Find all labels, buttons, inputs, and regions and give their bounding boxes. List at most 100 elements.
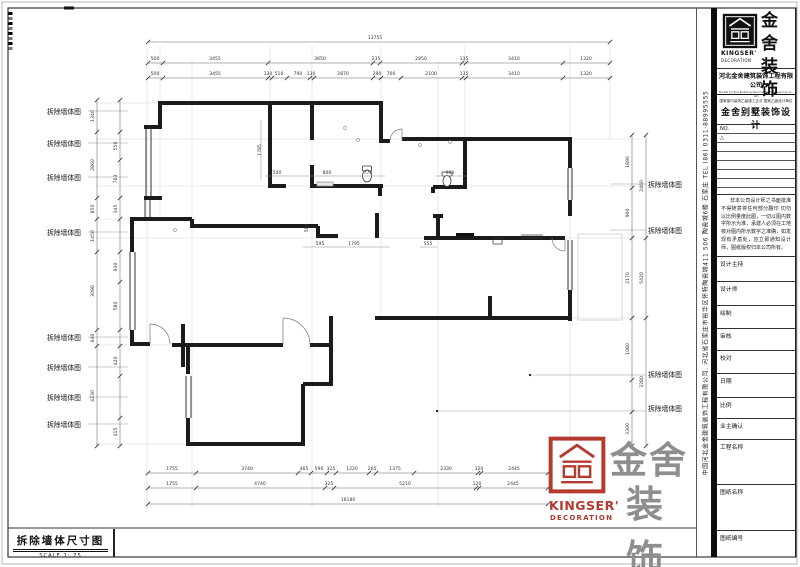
svg-text:500: 500 [151,56,160,62]
svg-text:1755: 1755 [166,481,178,487]
svg-text:3280: 3280 [639,376,645,388]
kingser-logo-black-icon [722,13,758,49]
demolish-wall-label: 拆除墙体图 [648,180,682,189]
svg-text:135: 135 [460,56,469,62]
svg-text:2100: 2100 [425,71,437,77]
demolish-wall-label: 拆除墙体图 [648,226,682,235]
demolish-wall-label: 拆除墙体图 [47,393,81,402]
demolish-wall-label: 拆除墙体图 [648,404,682,413]
title-block: KINGSER' DECORATION 金舍 装饰 河北金舍建筑装饰工程有限公司… [717,8,796,557]
demolish-wall-label: 拆除墙体图 [47,228,81,237]
svg-text:3410: 3410 [508,71,520,77]
svg-text:265: 265 [368,466,377,472]
svg-text:3410: 3410 [508,56,520,62]
svg-text:580: 580 [113,302,119,311]
demolish-wall-label: 拆除墙体图 [47,173,81,182]
svg-text:3650: 3650 [314,56,326,62]
furniture [173,126,543,245]
svg-text:345: 345 [113,205,119,214]
company-section: 河北金舍建筑装饰工程有限公司 He Bei Jin She Building D… [717,68,795,103]
svg-text:16180: 16180 [341,497,356,503]
bath-fixtures [316,165,453,187]
kingser-logo-red-icon [548,436,606,494]
svg-text:235: 235 [372,56,381,62]
svg-text:465: 465 [300,466,309,472]
svg-text:325: 325 [325,481,334,487]
company-name-en: He Bei Jin She Building Decoration Engin… [718,90,794,98]
svg-text:510: 510 [275,71,284,77]
calibration-strip [8,12,13,50]
svg-text:5420: 5420 [639,272,645,284]
svg-text:2330: 2330 [440,466,452,472]
frame-border [7,7,797,558]
copyright-note: 非本公司设计师之书面批准 不得随意将任何部分翻印 切勿以比例量度此图，一切以图内… [717,194,795,256]
svg-text:550: 550 [113,142,119,151]
interior-dim-text: 595 [316,241,325,247]
interior-dim-text: 1795 [348,241,360,247]
drawing-title: 拆除墙体尺寸图 [12,532,109,552]
field-date: 日期 [717,373,795,397]
svg-text:3300: 3300 [625,423,631,435]
svg-text:3740: 3740 [241,466,253,472]
svg-text:1320: 1320 [580,71,592,77]
leader-dot [435,409,439,413]
interior-dim-text: 540 [273,170,282,176]
watermark-kingser: KINGSER' [549,498,620,513]
field-sheet-number: 图纸编号 [717,530,795,557]
svg-text:2445: 2445 [507,481,519,487]
watermark-cn-line2: 装饰 [626,482,665,567]
svg-text:700: 700 [387,71,396,77]
svg-text:1340: 1340 [90,110,96,122]
interior-dim-text: 580 [304,224,310,233]
svg-text:120: 120 [475,466,484,472]
svg-text:2460: 2460 [639,180,645,192]
title-block-bar [711,8,717,557]
revision-delta-row: △ [717,134,795,143]
svg-text:120: 120 [473,481,482,487]
svg-text:790: 790 [294,71,303,77]
svg-text:1375: 1375 [389,466,401,472]
field-reviewer: 审核 [717,328,795,350]
svg-text:640: 640 [90,334,96,343]
interior-dim-text: 900 [446,170,455,176]
interior-dim-text: 770 [364,170,373,176]
svg-text:1220: 1220 [346,466,358,472]
drawing-scale: SCALE 1: 75 [39,553,82,559]
demolish-wall-label: 拆除墙体图 [47,139,81,148]
interior-dim-text: 800 [323,170,332,176]
door-swings [149,128,566,346]
svg-text:1890: 1890 [625,156,631,168]
svg-text:130: 130 [264,71,273,77]
svg-text:2870: 2870 [337,71,349,77]
svg-text:135: 135 [460,71,469,77]
svg-text:5210: 5210 [399,481,411,487]
svg-text:2860: 2860 [90,159,96,171]
drawing-title-box: 拆除墙体尺寸图 SCALE 1: 75 [8,529,115,559]
interior-dim-lines [260,120,467,248]
interior-dim-text: 555 [424,241,433,247]
svg-text:415: 415 [113,428,119,437]
company-qualification: 国家室内装饰乙级施工企业 国家乙级设计单位 [719,99,793,103]
side-info-strip: 中国河北金舍建筑装饰工程有限公司. 河北省石家庄市裕华区怀特陶瓷城411 506… [696,8,712,557]
field-sheet-name: 图纸名称 [717,484,795,530]
svg-text:930: 930 [113,263,119,272]
logo-cn-text: 金舍 装饰 [761,11,779,100]
walls [130,101,572,446]
interior-dim-text: 1785 [257,144,263,156]
revision-no-row: NO. [717,125,795,134]
svg-text:130: 130 [307,71,316,77]
svg-text:1320: 1320 [580,56,592,62]
svg-text:850: 850 [90,205,96,214]
field-project-name: 工程名称 [717,439,795,484]
company-name-cn: 河北金舍建筑装饰工程有限公司 [718,73,794,89]
svg-text:2170: 2170 [625,272,631,284]
leader-lines [88,110,646,425]
watermark-decoration: DECORATION [550,514,614,522]
tv-bench [456,233,474,237]
demolish-wall-label: 拆除墙体图 [47,107,81,116]
svg-text:3455: 3455 [209,71,221,77]
